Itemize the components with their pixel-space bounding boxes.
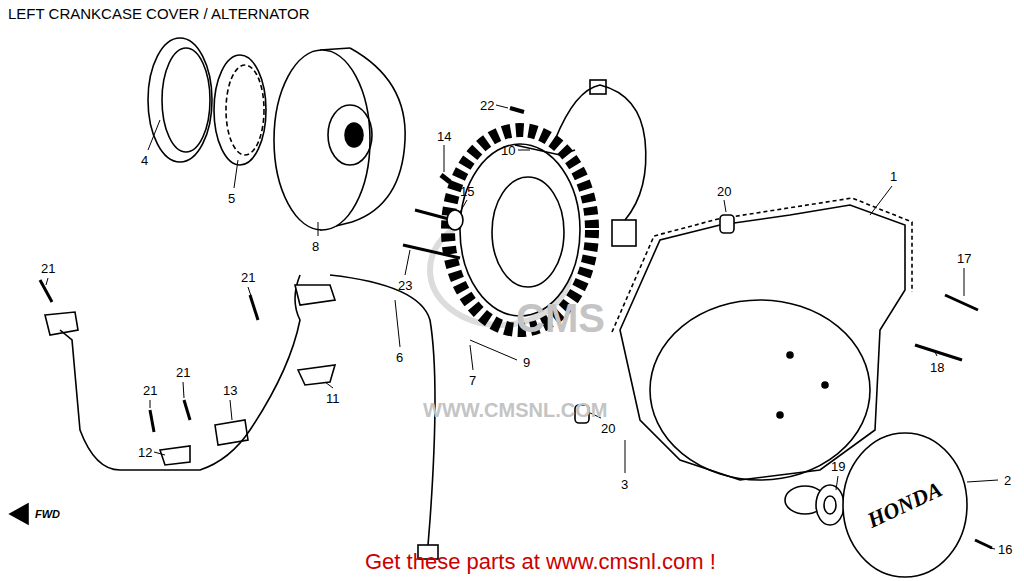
callout-number: 21 [241,271,255,284]
gasket-ring [148,38,212,162]
bolt [441,175,450,182]
bolt [510,108,524,112]
callout-number: 16 [998,543,1012,556]
washer [447,210,463,230]
callout-number: 10 [501,144,515,157]
bolt [403,245,460,258]
diagram-title: LEFT CRANKCASE COVER / ALTERNATOR [8,6,309,21]
callout-number: 12 [138,446,152,459]
callout-number: 2 [1004,474,1011,487]
callout-number: 21 [143,384,157,397]
bolt [945,295,978,310]
flywheel-bore [345,123,363,147]
callout-number: 4 [141,154,148,167]
direction-label: FWD [35,509,60,520]
callout-number: 6 [396,351,403,364]
stator-bore [492,177,564,287]
callout-number: 21 [176,366,190,379]
callout-number: 15 [460,185,474,198]
harness-wire [60,275,300,470]
callout-number: 1 [890,170,897,183]
oil-seal [816,485,844,525]
wire-clip [215,420,248,445]
crankcase-cover [620,205,905,480]
callout-number: 8 [312,240,319,253]
callout-number: 14 [437,130,451,143]
callout-number: 20 [717,185,731,198]
cover-gasket [612,198,912,332]
dot [822,382,828,388]
grommet [590,80,606,94]
pulser-wire [330,275,435,545]
flywheel-hub [328,105,372,165]
callout-number: 21 [41,262,55,275]
bolt [915,345,962,360]
callout-number: 11 [326,392,340,405]
wire-clip [45,312,78,335]
callout-number: 5 [228,192,235,205]
oil-seal-bore [824,496,836,514]
callout-number: 9 [523,356,530,369]
dot [777,412,783,418]
callout-number: 17 [957,252,971,265]
fwd-arrow [10,504,28,524]
screw [975,540,992,548]
leader-lines [46,105,998,549]
dot [787,352,793,358]
clutch-ring-teeth [226,65,264,155]
callout-number: 7 [469,374,476,387]
site-caption: Get these parts at www.cmsnl.com ! [365,551,716,573]
bolt [184,400,190,420]
wire-clamp [515,145,575,155]
wire-connector [612,220,636,246]
callout-number: 3 [621,478,628,491]
wire-clip [298,365,335,385]
callout-number: 13 [223,384,237,397]
dowel-pin [720,215,734,233]
callout-number: 18 [930,361,944,374]
callout-number: 22 [480,99,494,112]
bolt [150,410,154,432]
cover-bulge [650,300,870,480]
harness-connector [295,285,335,305]
cover-cap [843,433,967,577]
flywheel-front [274,50,370,230]
callout-number: 23 [398,279,412,292]
callout-number: 20 [601,422,615,435]
bolt [250,295,258,320]
wire-clip [160,446,190,465]
callout-number: 19 [831,460,845,473]
watermark: WWW.CMSNL.COM [423,400,607,420]
watermark: CMS [516,298,605,338]
clutch-ring [214,55,266,165]
stator-core [460,144,580,316]
gasket-ring-inner [162,48,210,152]
